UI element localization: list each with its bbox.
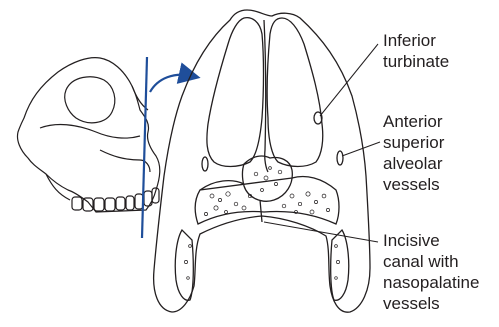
right-nasal-cavity	[267, 18, 323, 167]
label-inferior-turbinate: Inferior turbinate	[383, 30, 449, 72]
orbit	[65, 77, 115, 123]
coronal-section	[154, 10, 370, 312]
incisive-canal-line	[260, 200, 262, 222]
label-line: Anterior	[383, 111, 444, 132]
label-line: Inferior	[383, 30, 449, 51]
label-line: nasopalatine	[383, 272, 479, 293]
leader-alveolar-vessels	[342, 142, 380, 156]
trabecular-bone-texture	[184, 167, 339, 280]
label-line: vessels	[383, 293, 479, 314]
label-line: vessels	[383, 174, 444, 195]
right-canine-root	[331, 230, 349, 300]
left-foramen	[202, 157, 208, 171]
maxilla-line	[100, 150, 150, 172]
skull-outline	[17, 58, 159, 212]
alveolar-vessel-foramen	[337, 151, 343, 165]
label-incisive-canal: Incisive canal with nasopalatine vessels	[383, 230, 479, 314]
label-anterior-superior-alveolar-vessels: Anterior superior alveolar vessels	[383, 111, 444, 195]
left-canine-root	[175, 230, 193, 300]
cut-plane-line	[142, 57, 147, 238]
label-line: superior	[383, 132, 444, 153]
left-nasal-cavity	[207, 18, 264, 167]
label-line: canal with	[383, 251, 479, 272]
label-line: turbinate	[383, 51, 449, 72]
lateral-skull-view	[17, 58, 159, 212]
leader-inferior-turbinate	[320, 44, 378, 116]
leader-incisive-canal	[264, 222, 378, 242]
rotation-arrow	[150, 75, 192, 92]
label-line: alveolar	[383, 153, 444, 174]
label-line: Incisive	[383, 230, 479, 251]
zygomatic-arch	[40, 125, 140, 139]
